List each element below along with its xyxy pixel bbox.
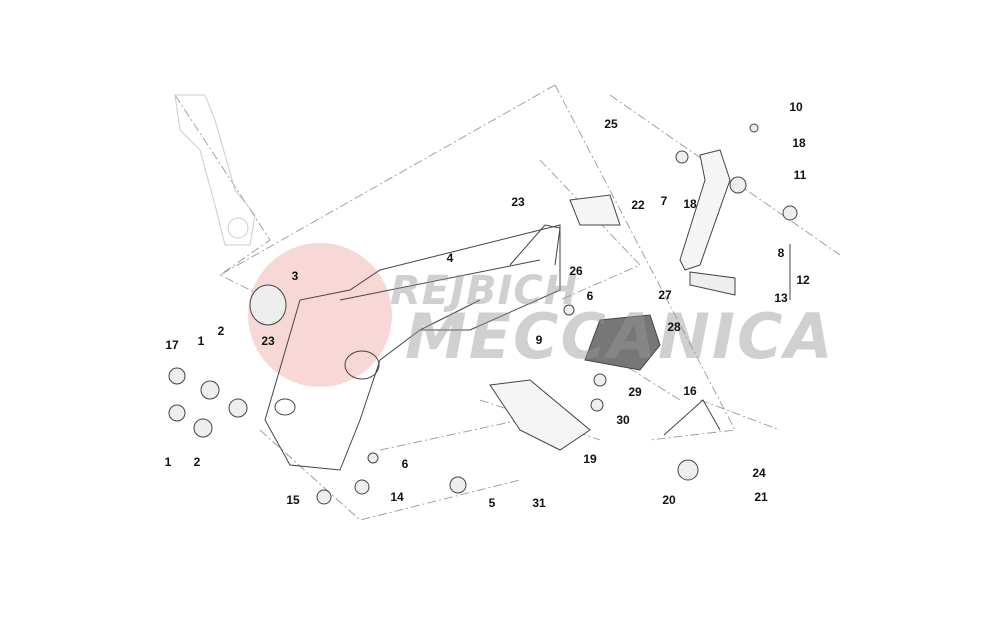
callout-29[interactable]: 29 [628,385,642,399]
callout-13[interactable]: 13 [774,291,788,305]
callout-11[interactable]: 11 [793,168,807,182]
frame-bracket [264,224,561,471]
callout-25[interactable]: 25 [604,117,618,131]
callout-16[interactable]: 16 [683,384,697,398]
callout-14[interactable]: 14 [390,490,404,504]
callout-17[interactable]: 17 [165,338,179,352]
callout-5[interactable]: 5 [488,496,496,510]
callout-1[interactable]: 1 [197,334,205,348]
callout-1[interactable]: 1 [164,455,172,469]
callout-23[interactable]: 23 [511,195,525,209]
callout-12[interactable]: 12 [796,273,810,287]
callout-8[interactable]: 8 [777,246,785,260]
callout-4[interactable]: 4 [446,251,454,265]
callout-6[interactable]: 6 [586,289,594,303]
callout-19[interactable]: 19 [583,452,597,466]
watermark-text-top: REJBICH [390,268,579,314]
callout-26[interactable]: 26 [569,264,583,278]
callout-15[interactable]: 15 [286,493,300,507]
callout-9[interactable]: 9 [535,333,543,347]
callout-7[interactable]: 7 [660,194,668,208]
callout-leaders [663,244,791,436]
callout-31[interactable]: 31 [532,496,546,510]
callout-30[interactable]: 30 [616,413,630,427]
watermark-text-bottom: MECCANICA [405,300,835,373]
small-parts [168,123,798,505]
callout-18[interactable]: 18 [683,197,697,211]
callout-10[interactable]: 10 [789,100,803,114]
ghost-arm [174,94,256,246]
callout-20[interactable]: 20 [662,493,676,507]
callout-6[interactable]: 6 [401,457,409,471]
callout-24[interactable]: 24 [752,466,766,480]
callout-22[interactable]: 22 [631,198,645,212]
watermark-logo-circle [248,243,392,387]
callout-23[interactable]: 23 [261,334,275,348]
callout-28[interactable]: 28 [667,320,681,334]
callout-2[interactable]: 2 [217,324,225,338]
callout-2[interactable]: 2 [193,455,201,469]
callout-21[interactable]: 21 [754,490,768,504]
callout-3[interactable]: 3 [291,269,299,283]
callout-18[interactable]: 18 [792,136,806,150]
callout-27[interactable]: 27 [658,288,672,302]
